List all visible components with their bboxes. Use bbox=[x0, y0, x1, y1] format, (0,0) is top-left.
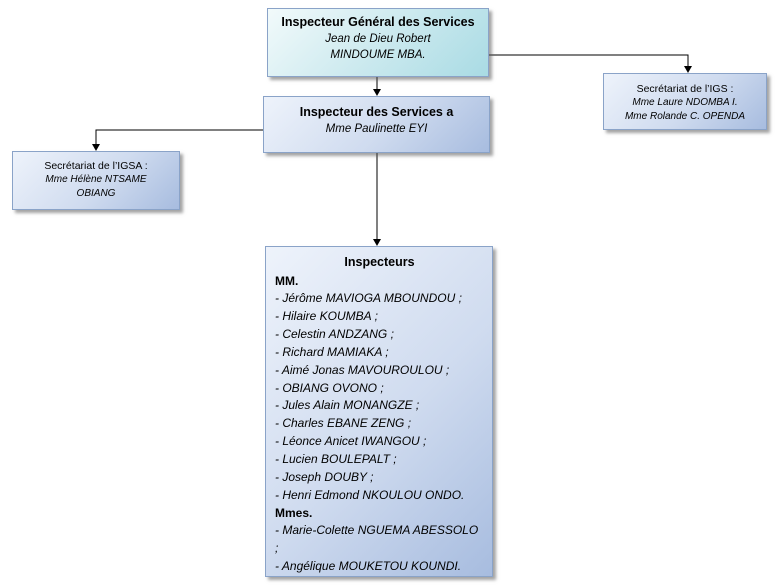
arrowhead-inspecteurs bbox=[373, 239, 381, 246]
list-item: - Lucien BOULEPALT ; bbox=[275, 452, 397, 467]
women-list: - Marie-Colette NGUEMA ABESSOLO ; - Angé… bbox=[275, 522, 484, 576]
inspecteur-services-adjoint-box: Inspecteur des Services a Mme Paulinette… bbox=[263, 96, 490, 153]
secretariat-igsa-name-line2: OBIANG bbox=[76, 188, 116, 199]
group-label-men: MM. bbox=[275, 274, 299, 288]
men-list: - Jérôme MAVIOGA MBOUNDOU ; - Hilaire KO… bbox=[275, 290, 484, 505]
isa-title: Inspecteur des Services a bbox=[299, 105, 454, 119]
list-item: - Aimé Jonas MAVOUROULOU ; bbox=[275, 362, 450, 377]
list-item: - Hilaire KOUMBA ; bbox=[275, 308, 378, 323]
list-item: - Jérôme MAVIOGA MBOUNDOU ; bbox=[275, 291, 462, 305]
connector-igs-to-secretariat bbox=[489, 54, 689, 66]
igs-title: Inspecteur Général des Services bbox=[281, 15, 475, 29]
arrowhead-isa bbox=[373, 89, 381, 96]
isa-name: Mme Paulinette EYI bbox=[325, 123, 428, 135]
secretariat-igs-title: Secrétariat de l’IGS : bbox=[636, 83, 734, 95]
secretariat-igsa-name-line1: Mme Hélène NTSAME bbox=[45, 174, 147, 185]
list-item: - Angélique MOUKETOU KOUNDI. bbox=[275, 558, 462, 573]
list-item: - OBIANG OVONO ; bbox=[275, 380, 384, 395]
arrowhead-secretariat-igsa bbox=[92, 144, 100, 151]
igs-name-line2: MINDOUME MBA. bbox=[330, 49, 426, 61]
list-item: - Henri Edmond NKOULOU ONDO. bbox=[275, 487, 465, 502]
connector-isa-to-secretariat bbox=[95, 129, 263, 144]
list-item: - Marie-Colette NGUEMA ABESSOLO ; bbox=[275, 522, 479, 555]
inspecteurs-title: Inspecteurs bbox=[344, 255, 415, 269]
list-item: - Léonce Anicet IWANGOU ; bbox=[275, 434, 427, 449]
inspecteurs-box: Inspecteurs MM. - Jérôme MAVIOGA MBOUNDO… bbox=[265, 246, 493, 577]
list-item: - Richard MAMIAKA ; bbox=[275, 344, 389, 359]
secretariat-igsa-title: Secrétariat de l’IGSA : bbox=[44, 160, 148, 172]
secretariat-igsa-box: Secrétariat de l’IGSA : Mme Hélène NTSAM… bbox=[12, 151, 180, 210]
list-item: - Jules Alain MONANGZE ; bbox=[275, 398, 420, 413]
igs-name-line1: Jean de Dieu Robert bbox=[325, 33, 431, 45]
secretariat-igs-box: Secrétariat de l’IGS : Mme Laure NDOMBA … bbox=[603, 73, 767, 130]
list-item: - Joseph DOUBY ; bbox=[275, 470, 374, 485]
group-label-women: Mmes. bbox=[275, 505, 313, 520]
list-item: - Celestin ANDZANG ; bbox=[275, 326, 394, 341]
secretariat-igs-member: Mme Rolande C. OPENDA bbox=[624, 111, 746, 122]
inspecteur-general-box: Inspecteur Général des Services Jean de … bbox=[267, 8, 489, 77]
arrowhead-secretariat-igs bbox=[684, 66, 692, 73]
list-item: - Charles EBANE ZENG ; bbox=[275, 416, 412, 431]
secretariat-igs-member: Mme Laure NDOMBA I. bbox=[632, 97, 738, 108]
